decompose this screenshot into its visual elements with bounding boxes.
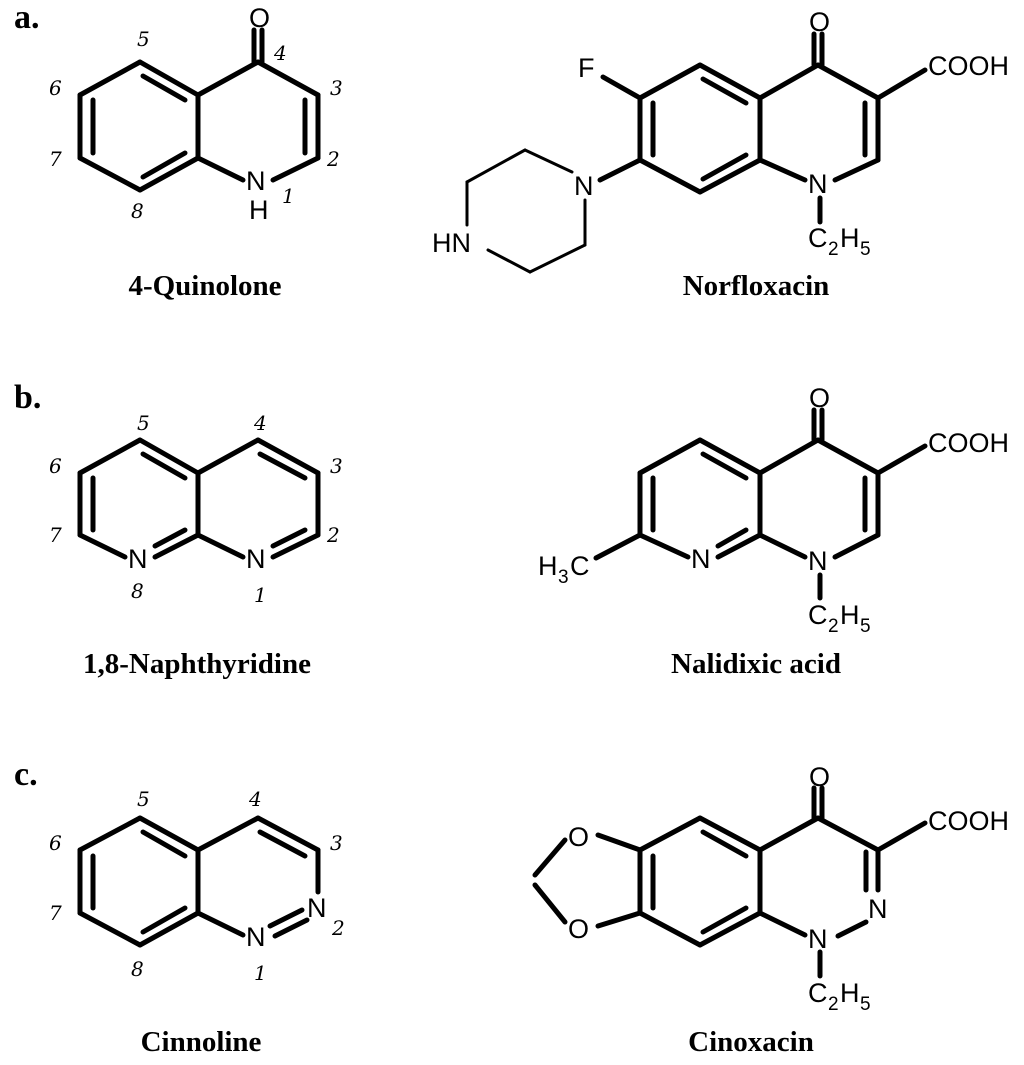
- locant-7: 7: [49, 901, 62, 925]
- ethyl-group: C 2 H 5: [808, 223, 871, 260]
- atom-nitrogen-1: N: [808, 546, 828, 576]
- atom-nitrogen-piperazine: N: [574, 171, 594, 201]
- svg-text:2: 2: [828, 994, 839, 1015]
- locant-4: 4: [273, 41, 287, 65]
- svg-text:5: 5: [860, 239, 871, 260]
- structure-cinnoline: N N 1 2 3 4 5 6 7 8: [49, 787, 345, 985]
- ethyl-group: C 2 H 5: [808, 978, 871, 1015]
- locant-6: 6: [49, 831, 62, 855]
- name-cinoxacin: Cinoxacin: [688, 1026, 814, 1058]
- amine-group: HN: [432, 228, 471, 258]
- svg-text:H: H: [840, 978, 860, 1008]
- structure-norfloxacin: O COOH F N N HN C 2 H 5: [432, 7, 1009, 274]
- svg-text:2: 2: [828, 239, 839, 260]
- svg-text:5: 5: [860, 616, 871, 637]
- locant-7: 7: [49, 147, 62, 171]
- panel-label-b: b.: [14, 379, 41, 416]
- locant-4: 4: [248, 787, 262, 811]
- atom-nitrogen: N: [246, 166, 266, 196]
- atom-nitrogen-8: N: [691, 544, 711, 574]
- atom-nitrogen-1: N: [808, 924, 828, 954]
- name-nalidixic-acid: Nalidixic acid: [671, 648, 841, 680]
- svg-text:3: 3: [558, 567, 569, 588]
- locant-5: 5: [137, 787, 150, 811]
- svg-text:C: C: [808, 978, 828, 1008]
- atom-fluorine: F: [578, 53, 595, 83]
- locant-7: 7: [49, 523, 62, 547]
- name-cinnoline: Cinnoline: [141, 1026, 262, 1058]
- locant-3: 3: [330, 831, 343, 855]
- locant-3: 3: [330, 454, 343, 478]
- locant-4: 4: [253, 411, 267, 435]
- locant-2: 2: [326, 147, 340, 171]
- atom-nitrogen-2: N: [307, 893, 327, 923]
- locant-1: 1: [254, 961, 267, 985]
- locant-1: 1: [282, 184, 295, 208]
- locant-5: 5: [137, 411, 150, 435]
- locant-1: 1: [254, 583, 267, 607]
- svg-text:C: C: [570, 551, 590, 581]
- methyl-group: H 3 C: [538, 551, 590, 588]
- locant-2: 2: [326, 523, 340, 547]
- structure-4-quinolone: O N H 1 2 3 4 5 6 7 8: [49, 3, 343, 225]
- name-1-8-naphthyridine: 1,8-Naphthyridine: [83, 648, 311, 680]
- carboxyl-group: COOH: [928, 806, 1009, 836]
- atom-nitrogen-1: N: [246, 922, 266, 952]
- svg-text:H: H: [538, 551, 558, 581]
- atom-nitrogen-2: N: [868, 894, 888, 924]
- structure-cinoxacin: O COOH N N O O C 2 H 5: [532, 762, 1009, 1015]
- atom-nitrogen-ring: N: [808, 169, 828, 199]
- locant-2: 2: [331, 916, 345, 940]
- locant-6: 6: [49, 454, 62, 478]
- structure-nalidixic-acid: O COOH N N H 3 C C 2 H 5: [538, 383, 1009, 637]
- locant-6: 6: [49, 76, 62, 100]
- atom-oxygen: O: [809, 383, 830, 413]
- panel-label-a: a.: [14, 0, 40, 36]
- locant-8: 8: [131, 957, 144, 981]
- panel-label-c: c.: [14, 756, 38, 793]
- svg-text:2: 2: [828, 616, 839, 637]
- locant-5: 5: [137, 27, 150, 51]
- atom-oxygen: O: [809, 7, 830, 37]
- atom-oxygen-dioxole-upper: O: [568, 822, 589, 852]
- carboxyl-group: COOH: [928, 51, 1009, 81]
- name-4-quinolone: 4-Quinolone: [128, 270, 281, 302]
- locant-8: 8: [131, 579, 144, 603]
- carboxyl-group: COOH: [928, 428, 1009, 458]
- locant-8: 8: [131, 199, 144, 223]
- svg-text:5: 5: [860, 994, 871, 1015]
- atom-oxygen: O: [249, 3, 270, 33]
- svg-text:H: H: [840, 600, 860, 630]
- atom-nitrogen-8: N: [128, 544, 148, 574]
- structure-1-8-naphthyridine: N N 1 2 3 4 5 6 7 8: [49, 411, 343, 607]
- atom-nitrogen-1: N: [246, 544, 266, 574]
- svg-text:C: C: [808, 223, 828, 253]
- atom-oxygen: O: [809, 762, 830, 792]
- locant-3: 3: [330, 76, 343, 100]
- atom-oxygen-dioxole-lower: O: [568, 914, 589, 944]
- svg-text:C: C: [808, 600, 828, 630]
- name-norfloxacin: Norfloxacin: [683, 270, 830, 302]
- atom-hydrogen: H: [249, 195, 269, 225]
- ethyl-group: C 2 H 5: [808, 600, 871, 637]
- svg-text:H: H: [840, 223, 860, 253]
